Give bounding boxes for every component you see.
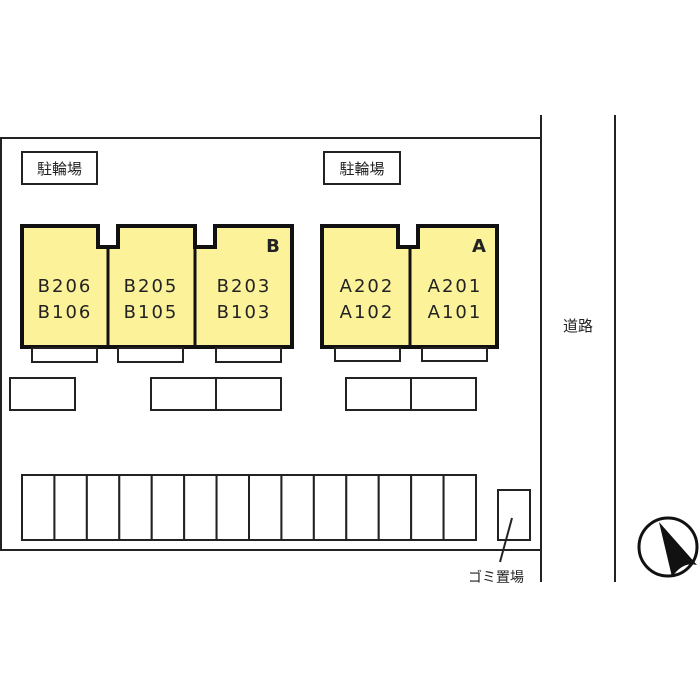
parking-space: [248, 474, 283, 541]
building-label: A: [472, 236, 486, 257]
unit-number: A202: [340, 276, 395, 297]
parking-space: [118, 474, 153, 541]
building-b: B B206 B106 B205 B105 B203 B103: [20, 224, 294, 349]
building-label: B: [266, 236, 280, 257]
unit-b203-b103: B203 B103: [217, 276, 272, 323]
parking-space: [345, 474, 380, 541]
parking-space: [21, 474, 56, 541]
bicycle-parking-1: 駐輪場: [21, 151, 98, 185]
parking-space: [280, 474, 315, 541]
parking-space: [377, 474, 413, 541]
unit-number: B106: [38, 302, 93, 323]
bicycle-parking-label: 駐輪場: [339, 160, 384, 178]
unit-number: B203: [217, 276, 272, 297]
parking-space: [53, 474, 88, 541]
unit-number: B205: [124, 276, 179, 297]
north-arrow-icon: [637, 516, 699, 578]
parking-space: [183, 474, 218, 541]
unit-number: B105: [124, 302, 179, 323]
parking-space: [85, 474, 121, 541]
parking-space: [410, 474, 445, 541]
unit-b205-b105: B205 B105: [124, 276, 179, 323]
garbage-label: ゴミ置場: [468, 569, 524, 586]
unit-number: A201: [428, 276, 483, 297]
bicycle-parking-2: 駐輪場: [323, 151, 401, 185]
unit-number: B206: [38, 276, 93, 297]
unit-number: B103: [217, 302, 272, 323]
parking-spaces-lower: [21, 474, 478, 541]
parking-space: [312, 474, 348, 541]
bicycle-parking-label: 駐輪場: [37, 160, 82, 178]
building-a: A A202 A102 A201 A101: [320, 224, 499, 349]
parking-space: [215, 474, 250, 541]
unit-number: A101: [428, 302, 483, 323]
unit-a201-a101: A201 A101: [428, 276, 483, 323]
parking-spaces-upper: [9, 377, 477, 411]
unit-b206-b106: B206 B106: [38, 276, 93, 323]
parking-space: [150, 474, 186, 541]
unit-a202-a102: A202 A102: [340, 276, 395, 323]
unit-number: A102: [340, 302, 395, 323]
porches: [31, 347, 488, 363]
garbage-area: ゴミ置場: [468, 489, 531, 586]
road-label: 道路: [563, 317, 593, 335]
parking-space: [442, 474, 478, 541]
